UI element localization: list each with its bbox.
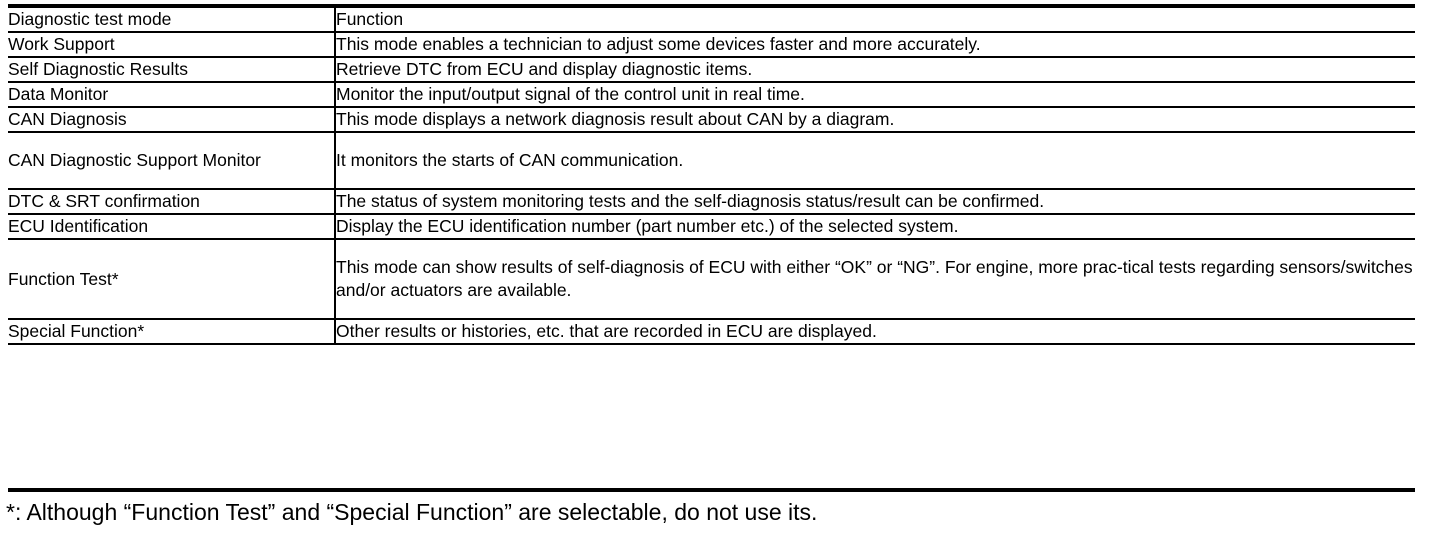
cell-mode-can-diagnostic-support-monitor: CAN Diagnostic Support Monitor	[8, 131, 336, 190]
footnote-text: *: Although “Function Test” and “Special…	[6, 499, 818, 525]
cell-mode-dtc-srt-confirmation: DTC & SRT confirmation	[8, 188, 336, 215]
table-row: Self Diagnostic Results Retrieve DTC fro…	[8, 56, 1415, 83]
cell-mode-work-support: Work Support	[8, 31, 336, 58]
cell-function-function-test: This mode can show results of self-diagn…	[335, 238, 1415, 320]
cell-function-can-diagnostic-support-monitor: It monitors the starts of CAN communicat…	[335, 131, 1415, 190]
diagnostic-test-mode-table: Diagnostic test mode Function Work Suppo…	[8, 4, 1415, 345]
cell-function-ecu-identification: Display the ECU identification number (p…	[335, 213, 1415, 240]
footnote-divider-rule	[8, 488, 1415, 492]
cell-function-dtc-srt-confirmation: The status of system monitoring tests an…	[335, 188, 1415, 215]
cell-mode-data-monitor: Data Monitor	[8, 81, 336, 108]
table-row: DTC & SRT confirmation The status of sys…	[8, 188, 1415, 215]
cell-mode-special-function: Special Function*	[8, 318, 336, 345]
cell-mode-can-diagnosis: CAN Diagnosis	[8, 106, 336, 133]
table-header-row: Diagnostic test mode Function	[8, 4, 1415, 33]
table-row: Data Monitor Monitor the input/output si…	[8, 81, 1415, 108]
table-row: CAN Diagnosis This mode displays a netwo…	[8, 106, 1415, 133]
cell-mode-ecu-identification: ECU Identification	[8, 213, 336, 240]
cell-function-self-diagnostic-results: Retrieve DTC from ECU and display diagno…	[335, 56, 1415, 83]
cell-function-data-monitor: Monitor the input/output signal of the c…	[335, 81, 1415, 108]
diagnostic-test-mode-table-wrapper: Diagnostic test mode Function Work Suppo…	[8, 4, 1415, 345]
cell-function-can-diagnosis: This mode displays a network diagnosis r…	[335, 106, 1415, 133]
table-row: Special Function* Other results or histo…	[8, 318, 1415, 345]
cell-mode-function-test: Function Test*	[8, 238, 336, 320]
table-row: CAN Diagnostic Support Monitor It monito…	[8, 131, 1415, 190]
cell-function-work-support: This mode enables a technician to adjust…	[335, 31, 1415, 58]
table-row: Work Support This mode enables a technic…	[8, 31, 1415, 58]
column-header-diagnostic-test-mode: Diagnostic test mode	[8, 4, 336, 33]
table-row: Function Test* This mode can show result…	[8, 238, 1415, 320]
column-header-function: Function	[335, 4, 1415, 33]
cell-function-special-function: Other results or histories, etc. that ar…	[335, 318, 1415, 345]
table-row: ECU Identification Display the ECU ident…	[8, 213, 1415, 240]
cell-mode-self-diagnostic-results: Self Diagnostic Results	[8, 56, 336, 83]
